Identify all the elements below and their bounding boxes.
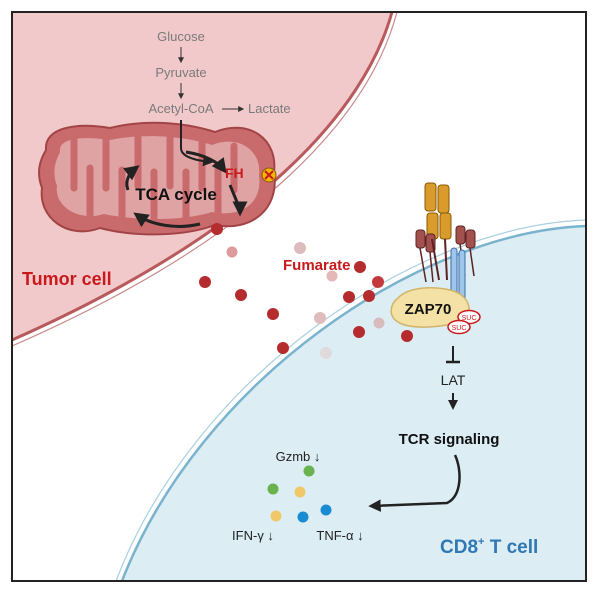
tca-arrow-right — [228, 184, 248, 217]
t-cell-membrane — [120, 224, 587, 582]
tca-arrow-bottom — [133, 212, 201, 228]
fumarate-molecules — [199, 223, 413, 359]
acetyl-coa-label: Acetyl-CoA — [148, 101, 213, 116]
fh-inhibited-icon — [261, 167, 277, 183]
fh-label: FH — [225, 165, 244, 181]
lat-label: LAT — [441, 372, 466, 388]
tca-arrow-left — [123, 165, 140, 191]
tumor-cell-membrane-outer — [11, 11, 398, 347]
tca-cycle-label: TCA cycle — [135, 185, 217, 204]
succination-badge-2: SUC — [447, 319, 471, 335]
tumor-cell-label: Tumor cell — [22, 269, 112, 289]
arrow-tcr-cytokines — [368, 454, 461, 512]
tcr-signaling-label: TCR signaling — [399, 431, 500, 448]
cd8-suffix: T cell — [484, 537, 538, 558]
gzmb-label: Gzmb ↓ — [276, 449, 321, 464]
cd8-t-cell-label: CD8+ T cell — [440, 536, 538, 558]
tcr-complex — [415, 182, 476, 303]
ifn-gamma-label: IFN-γ ↓ — [232, 528, 274, 543]
cd8-superscript: + — [478, 536, 484, 548]
suc-label-2: SUC — [452, 325, 467, 332]
pyruvate-label: Pyruvate — [155, 65, 206, 80]
tnf-alpha-label: TNF-α ↓ — [316, 528, 363, 543]
glucose-label: Glucose — [157, 29, 205, 44]
lactate-label: Lactate — [248, 101, 291, 116]
cytokine-molecules — [267, 465, 332, 523]
tumor-cell-membrane — [11, 11, 394, 342]
t-cell-membrane-outer — [115, 219, 587, 582]
arrow-acetylcoa-tca — [180, 120, 213, 167]
zap70-label: ZAP70 — [405, 301, 452, 318]
suc-label-1: SUC — [462, 315, 477, 322]
figure-frame — [11, 11, 587, 582]
fumarate-label: Fumarate — [283, 257, 351, 274]
cd8-prefix: CD8 — [440, 537, 478, 558]
